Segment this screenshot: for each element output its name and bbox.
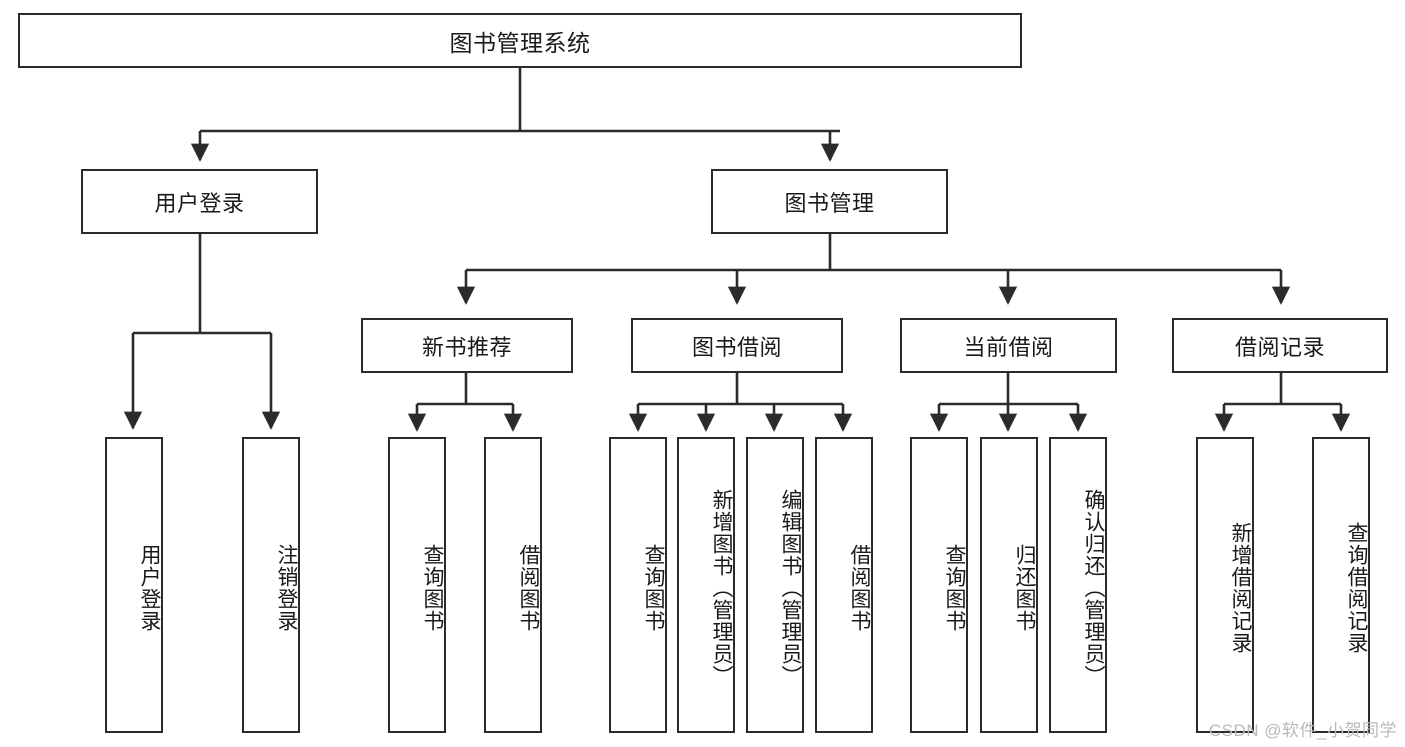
node-label: 查询图书 — [943, 544, 966, 632]
leaf-borrow-query-book[interactable]: 查询图书 — [609, 437, 667, 733]
leaf-borrow-borrow-book[interactable]: 借阅图书 — [815, 437, 873, 733]
node-label: 新增图书（管理员） — [710, 489, 733, 687]
node-label: 确认归还（管理员） — [1082, 489, 1105, 687]
node-user-login[interactable]: 用户登录 — [81, 169, 318, 234]
leaf-recommend-borrow-book[interactable]: 借阅图书 — [484, 437, 542, 733]
node-label: 借阅图书 — [848, 544, 871, 632]
node-label: 查询图书 — [642, 544, 665, 632]
node-label: 归还图书 — [1013, 544, 1036, 632]
watermark-text: CSDN @软件_小贺同学 — [1208, 721, 1397, 740]
node-label: 编辑图书（管理员） — [779, 489, 802, 687]
node-root-book-management-system[interactable]: 图书管理系统 — [18, 13, 1022, 68]
node-label: 当前借阅 — [963, 334, 1054, 360]
node-label: 用户登录 — [138, 544, 161, 632]
node-book-management[interactable]: 图书管理 — [711, 169, 948, 234]
leaf-user-login-logout[interactable]: 注销登录 — [242, 437, 300, 733]
node-book-borrow[interactable]: 图书借阅 — [631, 318, 843, 373]
leaf-current-return-book[interactable]: 归还图书 — [980, 437, 1038, 733]
node-current-borrow[interactable]: 当前借阅 — [900, 318, 1117, 373]
leaf-records-add-record[interactable]: 新增借阅记录 — [1196, 437, 1254, 733]
node-label: 图书管理系统 — [449, 29, 591, 56]
node-new-book-recommend[interactable]: 新书推荐 — [361, 318, 573, 373]
node-label: 新增借阅记录 — [1229, 522, 1252, 654]
node-label: 查询借阅记录 — [1345, 522, 1368, 654]
leaf-borrow-edit-book-admin[interactable]: 编辑图书（管理员） — [746, 437, 804, 733]
node-borrow-records[interactable]: 借阅记录 — [1172, 318, 1388, 373]
node-label: 图书管理 — [784, 190, 875, 216]
leaf-borrow-add-book-admin[interactable]: 新增图书（管理员） — [677, 437, 735, 733]
node-label: 图书借阅 — [691, 334, 782, 360]
node-label: 借阅记录 — [1234, 334, 1325, 360]
node-label: 用户登录 — [154, 190, 245, 216]
node-label: 借阅图书 — [517, 544, 540, 632]
leaf-records-query-record[interactable]: 查询借阅记录 — [1312, 437, 1370, 733]
node-label: 注销登录 — [275, 544, 298, 632]
leaf-user-login-login[interactable]: 用户登录 — [105, 437, 163, 733]
node-label: 查询图书 — [421, 544, 444, 632]
node-label: 新书推荐 — [421, 334, 512, 360]
leaf-current-query-book[interactable]: 查询图书 — [910, 437, 968, 733]
leaf-recommend-query-book[interactable]: 查询图书 — [388, 437, 446, 733]
leaf-current-confirm-return-admin[interactable]: 确认归还（管理员） — [1049, 437, 1107, 733]
